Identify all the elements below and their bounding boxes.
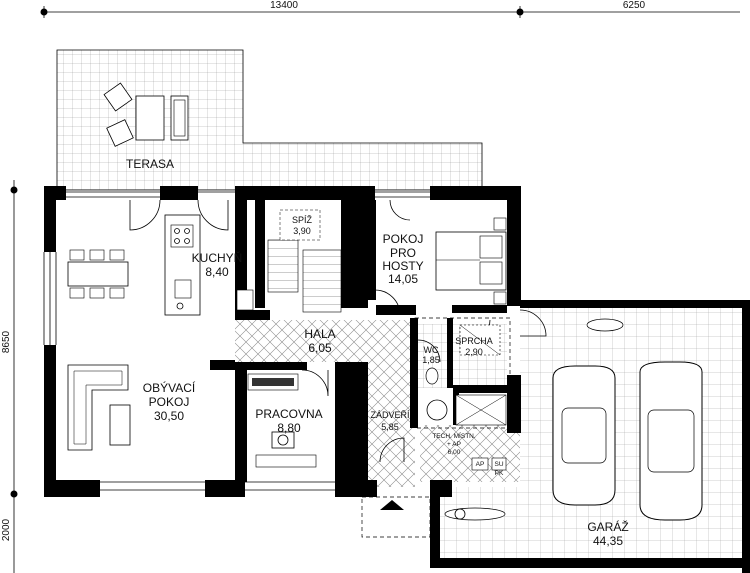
dimension-lines [10, 6, 740, 573]
fixture-ap: AP [476, 461, 485, 468]
dim-left-bottom: 2000 [1, 518, 12, 541]
area-pracovna: 8,80 [277, 421, 301, 435]
label-kuchyn: KUCHYŇ [192, 250, 243, 265]
area-wc: 1,85 [422, 355, 440, 365]
label-obyvaci-line2: POKOJ [149, 395, 190, 409]
area-obyvaci: 30,50 [154, 409, 184, 423]
area-garaz: 44,35 [593, 534, 623, 548]
area-tech: 6,00 [448, 449, 461, 456]
details [43, 191, 703, 538]
label-sprcha: SPRCHA [455, 336, 493, 346]
label-pokoj-line2: PRO [390, 246, 416, 260]
label-garaz: GARÁŽ [587, 519, 628, 534]
fixture-pk: PK [495, 470, 504, 477]
dim-top-left: 13400 [270, 0, 298, 11]
label-pracovna: PRACOVNA [255, 407, 322, 421]
label-wc: WC [424, 345, 439, 355]
label-pokoj-line1: POKOJ [383, 232, 424, 246]
area-hala: 6,05 [308, 341, 332, 355]
terrace [56, 49, 483, 191]
label-tech-line1: TECH. MÍSTN. [432, 431, 476, 440]
walls [44, 186, 750, 573]
label-obyvaci-line1: OBÝVACÍ [143, 380, 196, 395]
label-terasa: TERASA [126, 157, 174, 171]
label-tech-line2: + AP [447, 441, 461, 448]
dim-left-main: 8650 [1, 330, 12, 353]
label-zadveri: ZÁDVEŘÍ [370, 410, 410, 420]
area-zadveri: 5,85 [381, 422, 399, 432]
area-sprcha: 2,90 [465, 347, 483, 357]
area-kuchyn: 8,40 [205, 265, 229, 279]
fixture-su: SU [494, 461, 503, 468]
label-pokoj-line3: HOSTY [382, 259, 423, 273]
label-spiz: SPÍŽ [292, 215, 313, 225]
dim-top-right: 6250 [623, 0, 646, 11]
label-hala: HALA [304, 327, 335, 341]
area-pokoj: 14,05 [388, 272, 418, 286]
area-spiz: 3,90 [293, 226, 311, 236]
